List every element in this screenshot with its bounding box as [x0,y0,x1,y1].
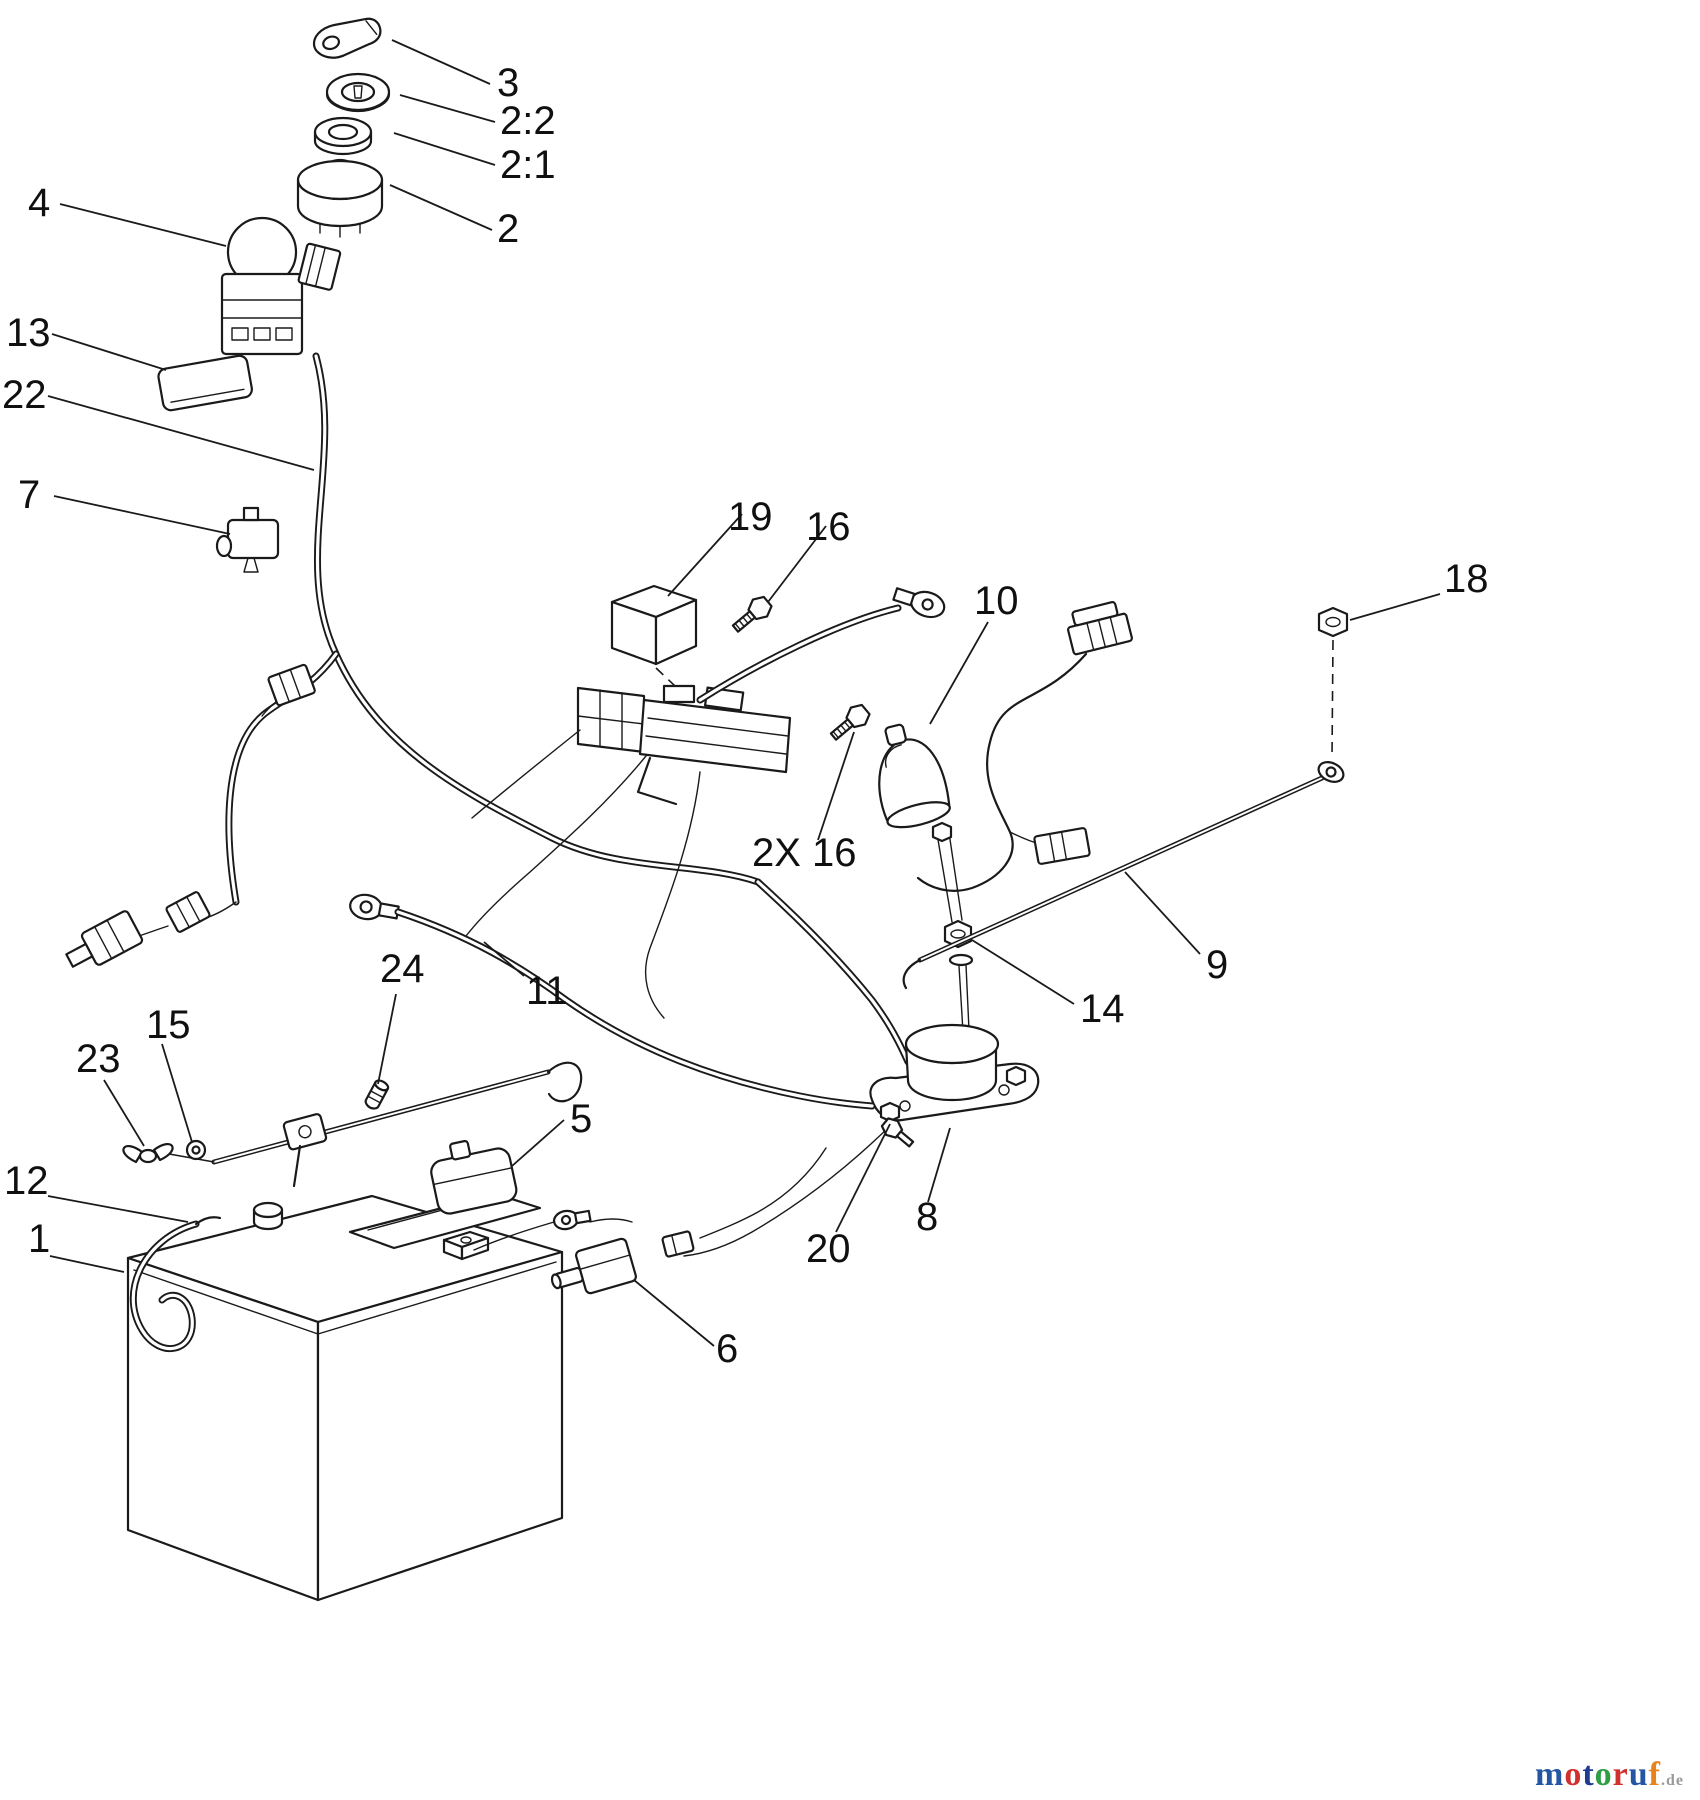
callout-14: 14 [1080,987,1125,1031]
callout-13: 13 [6,311,51,355]
callout-12: 12 [4,1159,49,1203]
callout-8: 8 [916,1195,938,1239]
watermark-letter: m [1535,1756,1565,1793]
callout-4: 4 [28,181,50,225]
bolt-24 [364,1079,390,1110]
callout-23: 23 [76,1037,121,1081]
washer-15 [185,1139,207,1161]
battery-terminal-neg [252,1201,284,1231]
ground-strap-12 [129,1216,222,1352]
leader-lines [47,39,1441,1347]
components [65,17,1349,1602]
relay-19 [610,584,698,703]
ignition-switch [296,158,384,238]
nut-18 [1317,606,1349,757]
callout-2: 2 [497,207,519,251]
callout-2-1: 2:1 [500,143,556,187]
bezel-nut [313,116,373,156]
callout-19: 19 [728,495,773,539]
callout-1: 1 [28,1217,50,1261]
callout-18: 18 [1444,557,1489,601]
watermark-letter: u [1628,1756,1649,1793]
callout-11: 11 [526,969,568,1013]
watermark-motoruf[interactable]: motoruf.de [1535,1756,1684,1794]
watermark-letter: f [1648,1756,1661,1793]
callout-7: 7 [18,473,40,517]
fuse-block [471,684,792,819]
watermark-letter: r [1612,1756,1629,1793]
callout-22: 22 [2,373,47,417]
bolt-20 [880,1117,915,1148]
wire-harness [131,352,912,1257]
callout-24: 24 [380,947,425,991]
support-rod [902,761,1345,990]
connector-plug-left [65,910,144,968]
callout-3: 3 [497,61,519,105]
callout-16: 16 [806,505,851,549]
callout-15: 15 [146,1003,191,1047]
solenoid [869,1023,1040,1148]
ground-cable [696,587,946,704]
battery-cable-11 [349,893,876,1110]
callout-6: 6 [716,1327,738,1371]
callout-labels: 3 2:2 2:1 2 4 13 22 7 19 16 10 18 2X 16 … [2,61,1489,1371]
bolt-16 [731,595,773,633]
battery-terminal-pos [442,1230,490,1261]
interlock-switch [215,506,280,573]
key-bezel [325,72,391,113]
connector-6 [473,1147,827,1295]
switch-5 [430,1139,518,1215]
callout-10: 10 [974,579,1019,623]
wing-nut-23 [122,1143,174,1164]
battery [126,1192,564,1602]
stud-stack [931,821,974,1033]
bolt-2x16 [829,703,871,741]
watermark-letter: o [1594,1756,1613,1793]
ignition-key [312,17,382,59]
watermark-letter: t [1582,1756,1595,1793]
relay-module [220,216,342,356]
boot-10 [878,723,951,829]
cover-plate [157,354,253,412]
callout-5: 5 [570,1097,592,1141]
callout-2x16: 2X 16 [752,831,857,875]
callout-9: 9 [1206,943,1228,987]
right-harness [916,601,1133,892]
callout-2-2: 2:2 [500,99,556,143]
connector-harness-left [267,663,316,707]
callout-20: 20 [806,1227,851,1271]
watermark-letter: o [1564,1756,1583,1793]
watermark-suffix: .de [1661,1772,1684,1789]
connector-socket-left [165,891,211,933]
hold-down-assembly [122,1061,583,1188]
